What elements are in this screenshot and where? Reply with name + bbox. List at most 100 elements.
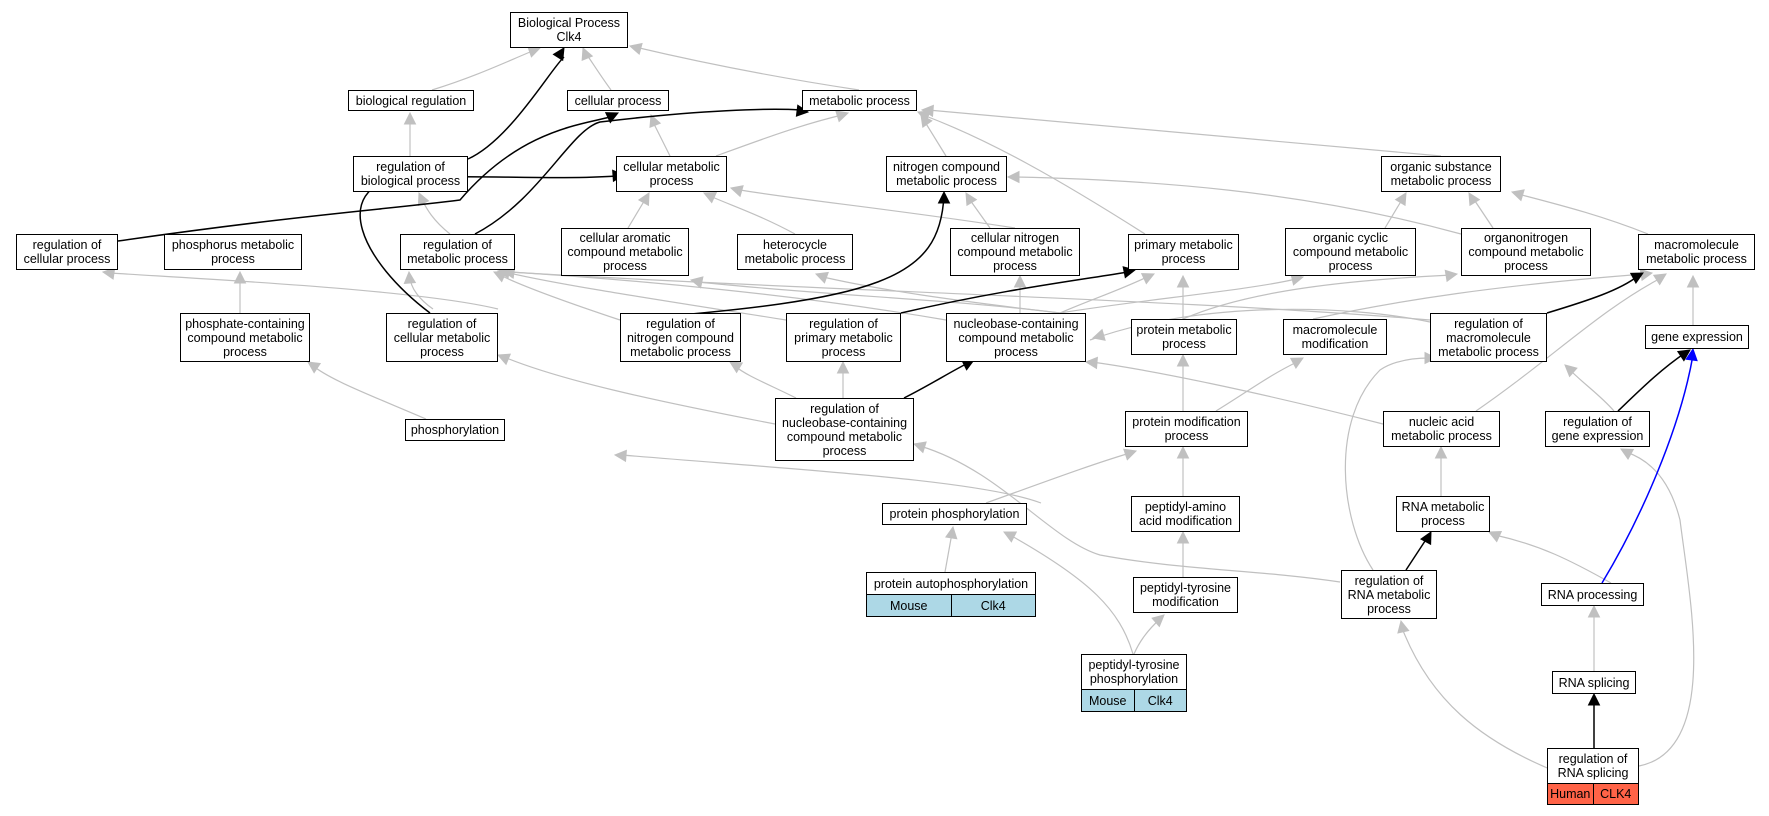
annotation-gene: Clk4: [1133, 690, 1187, 711]
node-macromolecule-modification[interactable]: macromolecule modification: [1283, 319, 1387, 355]
node-regulation-of-cellular-process[interactable]: regulation of cellular process: [16, 234, 118, 270]
node-protein-modification-process[interactable]: protein modification process: [1125, 411, 1248, 447]
node-cellular-metabolic-process[interactable]: cellular metabolic process: [616, 156, 727, 192]
edge-arrowhead-47: [1434, 445, 1448, 459]
edge-arrowhead-36: [836, 360, 850, 374]
node-metabolic-process[interactable]: metabolic process: [802, 90, 917, 111]
edge-40: [504, 271, 787, 321]
node-primary-metabolic-process[interactable]: primary metabolic process: [1128, 234, 1239, 270]
edge-59: [467, 56, 565, 160]
node-label: regulation of RNA splicing: [1557, 752, 1629, 780]
edge-54: [1344, 357, 1431, 571]
edge-42: [509, 271, 1431, 321]
node-regulation-of-nucleobase-containing-compound-metabolic-process[interactable]: regulation of nucleobase-containing comp…: [775, 398, 914, 461]
node-organic-substance-metabolic-process[interactable]: organic substance metabolic process: [1381, 156, 1501, 192]
node-label: nucleobase-containing compound metabolic…: [953, 316, 1079, 359]
node-rna-splicing[interactable]: RNA splicing: [1552, 671, 1636, 694]
node-label: organonitrogen compound metabolic proces…: [1468, 231, 1584, 273]
node-regulation-of-rna-metabolic-process[interactable]: regulation of RNA metabolic process: [1341, 570, 1437, 619]
node-label: regulation of metabolic process: [407, 238, 508, 266]
edge-arrowhead-52: [1397, 619, 1410, 634]
edge-39: [499, 274, 621, 321]
edge-20: [1182, 274, 1453, 320]
edge-arrowhead-69: [1587, 692, 1601, 706]
node-label: protein modification process: [1132, 415, 1241, 443]
edge-arrowhead-31: [814, 271, 829, 284]
node-cellular-process[interactable]: cellular process: [567, 90, 669, 111]
node-label: cellular metabolic process: [623, 160, 720, 188]
node-regulation-of-metabolic-process[interactable]: regulation of metabolic process: [400, 234, 515, 270]
edge-17: [1014, 176, 1462, 235]
node-regulation-of-biological-process[interactable]: regulation of biological process: [353, 156, 468, 192]
annotation-protein-autophosphorylation: Mouse Clk4: [866, 594, 1036, 617]
node-label: primary metabolic process: [1134, 238, 1233, 266]
node-nitrogen-compound-metabolic-process[interactable]: nitrogen compound metabolic process: [886, 156, 1007, 192]
node-rna-metabolic-process[interactable]: RNA metabolic process: [1396, 496, 1490, 532]
edge-29: [1059, 278, 1297, 314]
node-label: gene expression: [1651, 330, 1743, 344]
node-label: peptidyl-tyrosine modification: [1139, 581, 1231, 609]
node-regulation-of-macromolecule-metabolic-process[interactable]: regulation of macromolecule metabolic pr…: [1430, 313, 1547, 362]
annotation-regulation-of-rna-splicing: Human CLK4: [1547, 783, 1639, 805]
edge-arrowhead-53: [1620, 448, 1635, 461]
node-organic-cyclic-compound-metabolic-process[interactable]: organic cyclic compound metabolic proces…: [1285, 228, 1416, 276]
edge-arrowhead-68: [1419, 531, 1432, 546]
edge-16: [1517, 193, 1649, 235]
node-organonitrogen-compound-metabolic-process[interactable]: organonitrogen compound metabolic proces…: [1461, 228, 1591, 276]
node-macromolecule-metabolic-process[interactable]: macromolecule metabolic process: [1638, 234, 1755, 270]
node-regulation-of-rna-splicing[interactable]: regulation of RNA splicing: [1547, 748, 1639, 784]
node-peptidyl-amino-acid-modification[interactable]: peptidyl-amino acid modification: [1131, 496, 1240, 532]
node-label: cellular aromatic compound metabolic pro…: [567, 231, 683, 273]
node-rna-processing[interactable]: RNA processing: [1541, 583, 1644, 606]
node-protein-autophosphorylation[interactable]: protein autophosphorylation: [866, 572, 1036, 595]
node-biological-process-root[interactable]: Biological Process Clk4: [510, 12, 628, 48]
edge-67: [1617, 352, 1686, 412]
edge-53: [1625, 451, 1695, 767]
node-biological-regulation[interactable]: biological regulation: [348, 90, 474, 111]
node-label: RNA splicing: [1558, 675, 1630, 690]
edge-4: [634, 46, 860, 91]
node-phosphate-containing-compound-metabolic-process[interactable]: phosphate-containing compound metabolic …: [180, 313, 310, 362]
node-regulation-of-gene-expression[interactable]: regulation of gene expression: [1545, 411, 1650, 447]
node-protein-phosphorylation[interactable]: protein phosphorylation: [882, 503, 1027, 525]
edge-arrowhead-16: [1510, 189, 1525, 202]
node-gene-expression[interactable]: gene expression: [1645, 325, 1749, 349]
edge-55: [621, 454, 1042, 504]
edge-1: [431, 49, 536, 91]
edge-57: [944, 532, 953, 573]
node-heterocycle-metabolic-process[interactable]: heterocycle metabolic process: [737, 234, 853, 270]
node-nucleic-acid-metabolic-process[interactable]: nucleic acid metabolic process: [1383, 411, 1500, 447]
edge-arrowhead-20: [1444, 269, 1459, 283]
node-label: heterocycle metabolic process: [744, 238, 846, 266]
annotation-species: Human: [1550, 787, 1591, 801]
edge-arrowhead-4: [628, 42, 643, 56]
node-phosphorus-metabolic-process[interactable]: phosphorus metabolic process: [164, 234, 302, 270]
node-label: protein phosphorylation: [889, 507, 1020, 521]
edge-arrowhead-14: [1394, 192, 1407, 207]
node-label: protein autophosphorylation: [873, 576, 1029, 591]
node-regulation-of-primary-metabolic-process[interactable]: regulation of primary metabolic process: [786, 313, 901, 362]
node-phosphorylation[interactable]: phosphorylation: [405, 419, 505, 441]
edge-arrowhead-50: [1487, 531, 1503, 543]
edge-arrowhead-5: [649, 113, 662, 129]
node-cellular-aromatic-compound-metabolic-process[interactable]: cellular aromatic compound metabolic pro…: [561, 228, 689, 276]
edge-arrowhead-34: [417, 191, 430, 207]
node-cellular-nitrogen-compound-metabolic-process[interactable]: cellular nitrogen compound metabolic pro…: [950, 228, 1080, 276]
node-label: regulation of cellular metabolic process: [393, 316, 491, 359]
edge-arrowhead-15: [1468, 192, 1481, 207]
node-regulation-of-cellular-metabolic-process[interactable]: regulation of cellular metabolic process: [386, 313, 498, 362]
node-label: phosphate-containing compound metabolic …: [185, 316, 305, 359]
edge-arrowhead-60: [604, 112, 620, 124]
edge-arrowhead-44: [1084, 356, 1098, 370]
edge-64: [900, 271, 1129, 314]
node-regulation-of-nitrogen-compound-metabolic-process[interactable]: regulation of nitrogen compound metaboli…: [620, 313, 741, 362]
edge-31: [822, 276, 1061, 314]
node-protein-metabolic-process[interactable]: protein metabolic process: [1131, 319, 1237, 355]
node-label: organic cyclic compound metabolic proces…: [1292, 231, 1409, 273]
node-nucleobase-containing-compound-metabolic-process[interactable]: nucleobase-containing compound metabolic…: [946, 313, 1086, 362]
node-peptidyl-tyrosine-modification[interactable]: peptidyl-tyrosine modification: [1133, 577, 1238, 613]
edge-arrowhead-24: [1176, 445, 1190, 459]
edge-arrowhead-26: [1151, 614, 1165, 628]
edge-5: [652, 121, 671, 157]
node-peptidyl-tyrosine-phosphorylation[interactable]: peptidyl-tyrosine phosphorylation: [1081, 654, 1187, 690]
